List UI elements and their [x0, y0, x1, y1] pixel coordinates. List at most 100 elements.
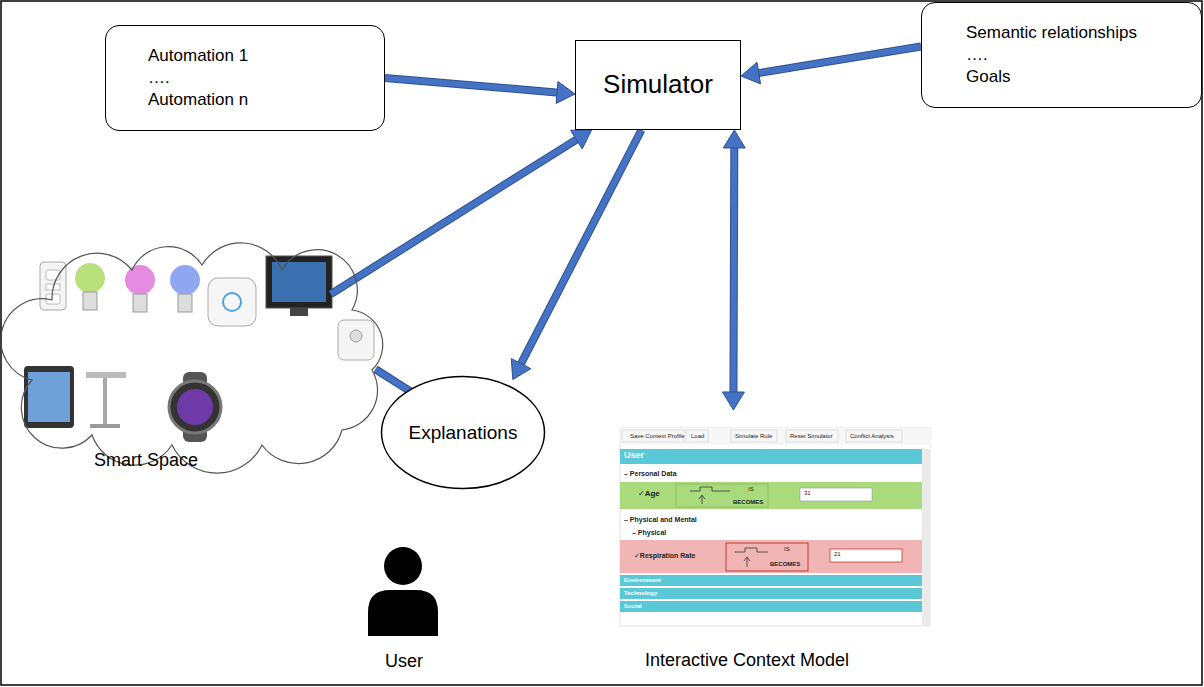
smart-bulbs [83, 292, 97, 310]
floor-lamp [90, 424, 120, 428]
user-icon [368, 547, 438, 636]
screen-label: ✓Respiration Rate [634, 552, 696, 560]
block-arrow [722, 130, 745, 410]
screen-label: Reset Simulator [790, 433, 833, 440]
node-text: Automation n [148, 89, 248, 111]
floor-lamp [86, 372, 126, 428]
context-model-screenshot [690, 487, 730, 504]
node-text: …. [148, 67, 170, 89]
arrow-heads [571, 130, 592, 149]
smart-bulbs [133, 294, 147, 312]
node-text: Semantic relationships [966, 22, 1137, 44]
context-model-screenshot [731, 430, 777, 442]
context-model-screenshot [622, 430, 684, 442]
context-model-screenshot [676, 484, 768, 507]
screen-label: ✓Age [638, 490, 660, 499]
user-icon [384, 547, 422, 585]
context-model-screenshot [686, 430, 708, 442]
screen-label: User [624, 451, 644, 461]
explanations-ellipse: Explanations [380, 375, 546, 490]
cloud-outline [2, 240, 408, 475]
ellipse-outline [382, 377, 545, 489]
context-model-screenshot [830, 549, 902, 562]
context-model-panel: Interactive Context Model [615, 425, 935, 675]
smart-bulbs [170, 265, 200, 295]
screen-label: BECOMES [733, 499, 763, 506]
smartwatch [169, 372, 221, 442]
context-model-screenshot [922, 449, 930, 626]
simulator-box: Simulator [575, 40, 741, 130]
arrow-shaft [385, 78, 559, 93]
smartwatch [169, 381, 221, 433]
screen-label: Environment [624, 577, 661, 584]
arrow-shaft-outline [520, 130, 641, 365]
smart-bulbs [75, 263, 200, 312]
node-text: …. [966, 44, 988, 66]
smartwatch [177, 389, 213, 425]
screen-label: Social [624, 603, 642, 610]
tv-set [266, 256, 332, 316]
arrow-shaft [331, 139, 578, 295]
context-model-screenshot [620, 428, 930, 445]
arrow-heads [741, 62, 761, 84]
context-model-screenshot [786, 430, 838, 442]
smart-bulbs [75, 263, 105, 293]
screen-label: 31 [804, 490, 811, 497]
arrow-shaft [520, 130, 641, 365]
context-model-screenshot [620, 601, 922, 612]
tv-set [266, 256, 332, 308]
hue-bridge [208, 278, 256, 326]
arrow-head [741, 62, 761, 84]
arrow-head [511, 359, 531, 380]
motion-sensor [350, 330, 362, 342]
context-model-screenshot [620, 540, 922, 573]
arrow-shaft [757, 47, 921, 74]
smart-space-cloud: Smart Space [2, 240, 408, 475]
hue-bridge [223, 293, 241, 311]
context-model-screenshot [800, 488, 872, 501]
tablet [24, 366, 74, 428]
screen-label: – Personal Data [624, 470, 677, 478]
node-text: Interactive Context Model [645, 650, 849, 671]
block-arrow [385, 78, 575, 103]
node-text: Smart Space [94, 450, 198, 471]
node-text: Simulator [603, 68, 713, 102]
floor-lamp [103, 378, 107, 426]
context-model-screenshot [846, 430, 902, 442]
screen-label: Simulate Rule [735, 433, 772, 440]
arrow-head [723, 130, 745, 148]
tv-set [290, 308, 308, 316]
screen-label: BECOMES [770, 561, 800, 568]
node-text: Explanations [409, 422, 518, 444]
user-caption: User [385, 652, 423, 672]
automation-list-box: Automation 1….Automation n [105, 25, 385, 131]
arrow-shaft-outline [385, 78, 559, 93]
screen-label: Conflict Analysis [850, 433, 894, 440]
arrow-head [556, 82, 575, 104]
screen-label: Technology [624, 590, 657, 597]
block-arrow [741, 47, 921, 84]
context-model-screenshot [620, 482, 922, 509]
arrow-heads [556, 82, 575, 104]
arrow-shaft-outline [757, 47, 921, 74]
knowledge-list-box: Semantic relationships….Goals [921, 2, 1202, 108]
context-model-screenshot [735, 548, 768, 567]
node-text: Automation 1 [148, 45, 248, 67]
user-icon [368, 590, 438, 636]
screen-label: IS [784, 546, 790, 553]
block-arrow [331, 130, 592, 294]
tablet [28, 372, 70, 422]
context-model-screenshot [620, 575, 922, 586]
context-model-screenshot [620, 428, 930, 626]
block-arrow [511, 130, 641, 380]
node-text: Goals [966, 66, 1010, 88]
arrow-shaft-outline [331, 139, 578, 295]
motion-sensor [338, 320, 374, 360]
screen-label: 21 [834, 551, 841, 558]
tablet [24, 366, 74, 428]
arrow-shaft-outline [729, 146, 738, 394]
screen-label: Load [691, 433, 704, 440]
context-model-screenshot [620, 588, 922, 599]
arrow-heads [511, 359, 531, 380]
